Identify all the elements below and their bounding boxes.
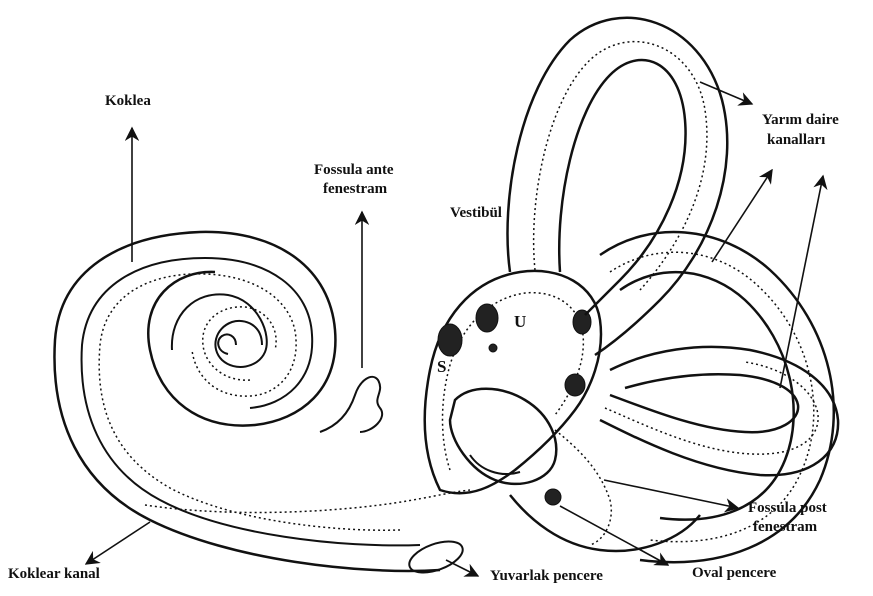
round-window [405, 535, 467, 579]
ampulla-1 [573, 310, 591, 334]
lateral-canal-inner [620, 272, 794, 520]
label-s: S [437, 358, 446, 375]
arrow-fossula-post [604, 480, 738, 508]
posterior-canal-outer [600, 347, 838, 475]
label-fossula-post-line2: fenestram [753, 519, 817, 536]
cochlea-dotted-2 [203, 307, 276, 380]
cochlea [54, 232, 470, 571]
label-yarim-line1: Yarım daire [762, 112, 839, 129]
arrow-yarim-1 [700, 82, 752, 104]
vestibule [425, 271, 601, 505]
label-yarim-line2: kanalları [767, 132, 825, 149]
fossula-ante-squiggle [320, 377, 382, 432]
arrow-oval [560, 506, 668, 565]
arrow-yarim-3 [780, 176, 823, 388]
label-koklear-kanal: Koklear kanal [8, 566, 100, 583]
label-koklea: Koklea [105, 93, 151, 110]
arrow-yarim-2 [712, 170, 772, 262]
label-fossula-ante-line1: Fossula ante [314, 162, 394, 179]
semicircular-canals [508, 18, 839, 562]
label-oval-pencere: Oval pencere [692, 565, 776, 582]
label-fossula-post-line1: Fossula post [748, 500, 827, 517]
cochlea-dotted-1 [99, 274, 400, 530]
label-vestibul: Vestibül [450, 205, 502, 222]
vestibule-dotted [443, 293, 584, 470]
oval-window-dot [545, 489, 561, 505]
label-yuvarlak-pencere: Yuvarlak pencere [490, 568, 603, 585]
ampulla-2 [565, 374, 585, 396]
saccule [438, 324, 462, 356]
cochlea-apex [218, 334, 236, 354]
arrow-koklear-kanal [86, 522, 150, 564]
cochlea-base-line [145, 490, 470, 513]
cochlea-inner-spiral [172, 294, 267, 367]
label-u: U [514, 313, 526, 330]
posterior-canal-inner [610, 374, 798, 432]
arrow-yuvarlak [446, 560, 478, 576]
label-fossula-ante-line2: fenestram [323, 181, 387, 198]
cochlea-outer-wall [54, 232, 440, 571]
utricle-macula [476, 304, 498, 332]
cochlea-inner-wall [82, 258, 420, 545]
superior-canal-inner [559, 60, 685, 315]
